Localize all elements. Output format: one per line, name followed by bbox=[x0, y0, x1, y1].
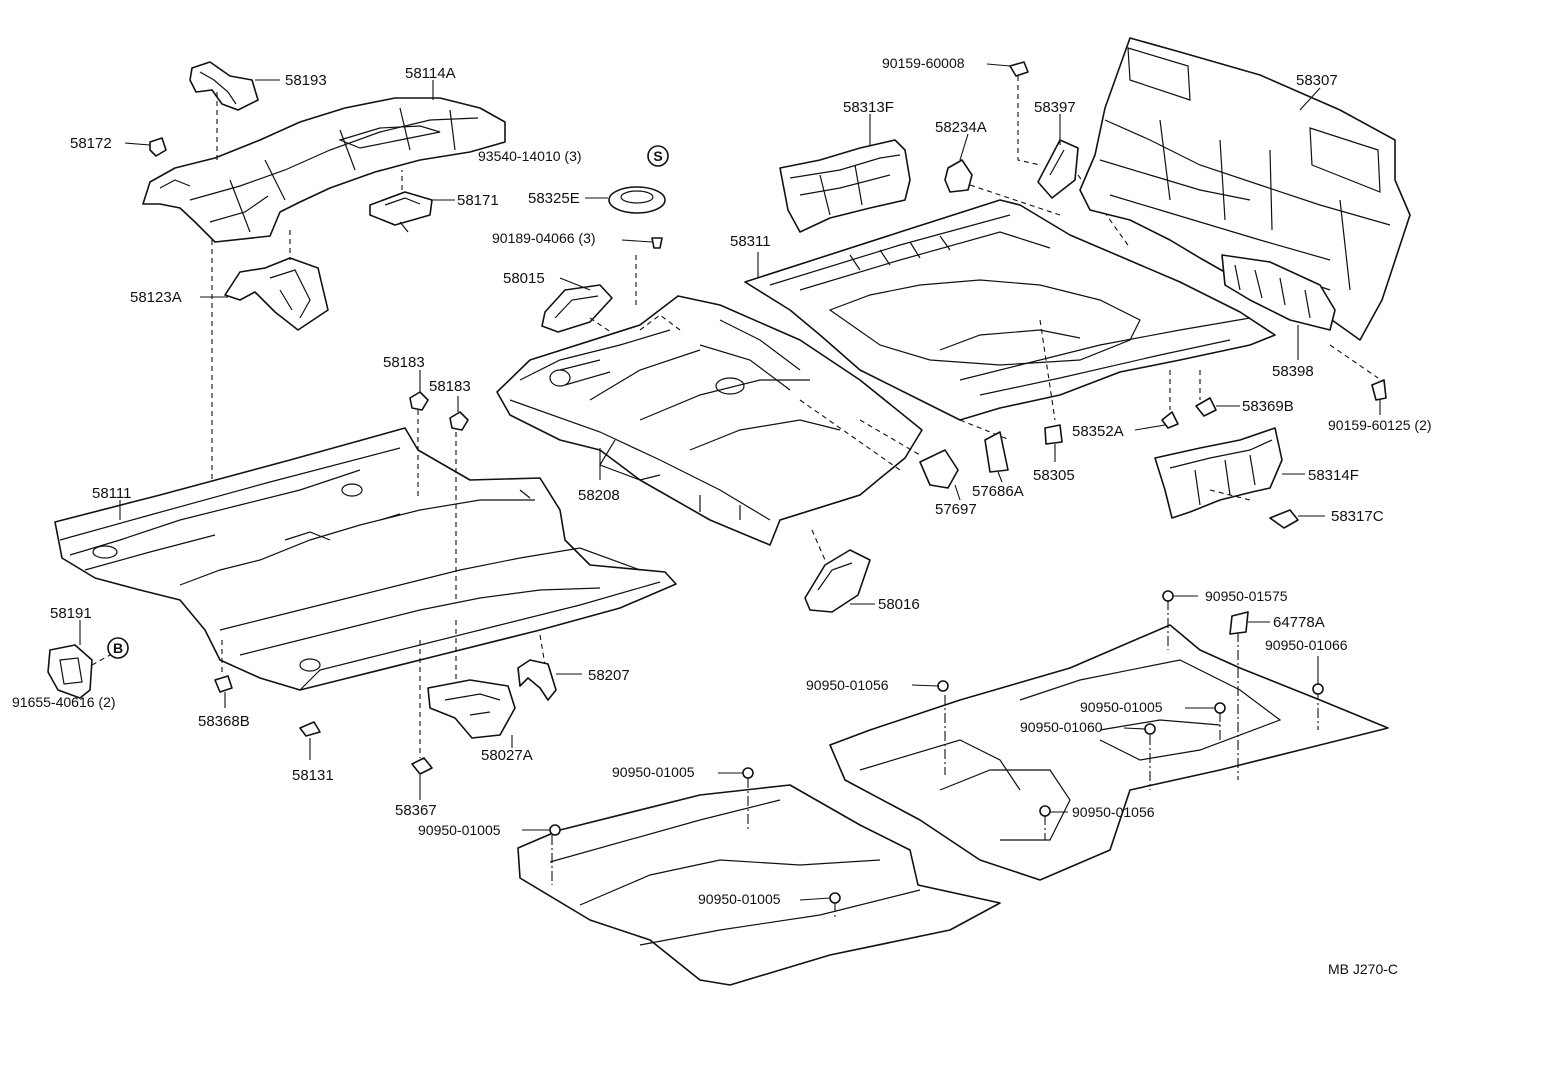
label-58313F: 58313F bbox=[843, 99, 894, 116]
part-64778a-patch bbox=[1229, 611, 1249, 635]
part-58171-bracket bbox=[369, 191, 433, 233]
label-93540-14010: 93540-14010 (3) bbox=[478, 148, 582, 164]
label-58234A: 58234A bbox=[935, 119, 987, 136]
part-58313f-panel bbox=[779, 139, 911, 233]
label-58207: 58207 bbox=[588, 667, 630, 684]
part-58123a-bracket bbox=[224, 257, 329, 331]
part-58234a-clip bbox=[944, 159, 973, 193]
part-58311-rear-floor-pan bbox=[744, 199, 1276, 421]
label-58367: 58367 bbox=[395, 802, 437, 819]
label-58368B: 58368B bbox=[198, 713, 250, 730]
label-58397: 58397 bbox=[1034, 99, 1076, 116]
part-58367-clip bbox=[411, 757, 433, 775]
label-58114A: 58114A bbox=[405, 65, 456, 82]
label-58015: 58015 bbox=[503, 270, 545, 287]
label-58398: 58398 bbox=[1272, 363, 1314, 380]
part-57686a-bracket bbox=[984, 431, 1009, 473]
part-57697-bracket bbox=[919, 449, 959, 489]
label-58369B: 58369B bbox=[1242, 398, 1294, 415]
part-58016-cover bbox=[804, 549, 871, 613]
diagram-id: MB J270-C bbox=[1328, 961, 1398, 977]
part-58325e-plug bbox=[608, 186, 666, 214]
part-58183-clip-a bbox=[409, 391, 429, 411]
part-58369b-clip bbox=[1195, 397, 1217, 417]
label-58325E: 58325E bbox=[528, 190, 580, 207]
part-90189-screw bbox=[651, 237, 663, 249]
label-90950-01005-a: 90950-01005 bbox=[1080, 699, 1163, 715]
part-58397-bracket bbox=[1037, 139, 1079, 199]
label-58317C: 58317C bbox=[1331, 508, 1384, 525]
label-58131: 58131 bbox=[292, 767, 334, 784]
svg-text:S: S bbox=[653, 148, 662, 164]
part-rear-carpet bbox=[829, 624, 1389, 881]
symbol-b-circle: B bbox=[107, 637, 129, 659]
part-90159-60125-clip bbox=[1371, 379, 1387, 401]
label-58191: 58191 bbox=[50, 605, 92, 622]
part-90159-60008-clip bbox=[1009, 61, 1029, 77]
label-57697: 57697 bbox=[935, 501, 977, 518]
part-58352a-clip bbox=[1161, 411, 1179, 429]
label-90950-01056-a: 90950-01056 bbox=[806, 677, 889, 693]
label-58311: 58311 bbox=[730, 233, 771, 250]
label-58027A: 58027A bbox=[481, 747, 533, 764]
part-58027a-bracket bbox=[427, 679, 516, 739]
label-58208: 58208 bbox=[578, 487, 620, 504]
svg-text:B: B bbox=[113, 640, 123, 656]
label-64778A: 64778A bbox=[1273, 614, 1325, 631]
label-58352A: 58352A bbox=[1072, 423, 1124, 440]
label-58305: 58305 bbox=[1033, 467, 1075, 484]
label-90950-01060: 90950-01060 bbox=[1020, 719, 1103, 735]
label-90950-01005-b: 90950-01005 bbox=[612, 764, 695, 780]
label-58171: 58171 bbox=[457, 192, 499, 209]
label-58193: 58193 bbox=[285, 72, 327, 89]
part-58015-cover bbox=[541, 284, 613, 333]
label-58314F: 58314F bbox=[1308, 467, 1359, 484]
label-91655-40616: 91655-40616 (2) bbox=[12, 694, 116, 710]
part-58114a-tunnel-brace bbox=[142, 97, 506, 243]
part-58314f-panel bbox=[1154, 427, 1283, 519]
label-90159-60125: 90159-60125 (2) bbox=[1328, 417, 1432, 433]
part-58368b-clip bbox=[214, 675, 233, 693]
label-58111: 58111 bbox=[92, 485, 132, 502]
label-90159-60008: 90159-60008 bbox=[882, 55, 965, 71]
label-90950-01005-c: 90950-01005 bbox=[418, 822, 501, 838]
label-58183-b: 58183 bbox=[429, 378, 471, 395]
part-number-labels: 58193 58114A 58172 58171 58123A 93540-14… bbox=[12, 55, 1432, 907]
label-90950-01066: 90950-01066 bbox=[1265, 637, 1348, 653]
label-58307: 58307 bbox=[1296, 72, 1338, 89]
symbol-s-circle: S bbox=[647, 145, 669, 167]
part-58305-clip bbox=[1044, 424, 1063, 445]
part-58172-clip bbox=[149, 137, 167, 157]
label-58016: 58016 bbox=[878, 596, 920, 613]
part-58183-clip-b bbox=[449, 411, 469, 431]
label-90950-01575: 90950-01575 bbox=[1205, 588, 1288, 604]
part-58317c-clip bbox=[1269, 509, 1299, 529]
label-58183-a: 58183 bbox=[383, 354, 425, 371]
part-58208-center-floor-pan bbox=[496, 295, 923, 546]
part-front-carpet bbox=[517, 784, 1001, 986]
label-57686A: 57686A bbox=[972, 483, 1024, 500]
label-58123A: 58123A bbox=[130, 289, 182, 306]
part-58131-clip bbox=[299, 721, 321, 737]
label-90189-04066: 90189-04066 (3) bbox=[492, 230, 596, 246]
label-58172: 58172 bbox=[70, 135, 112, 152]
part-58191-bracket bbox=[47, 644, 93, 699]
part-58111-front-floor-pan bbox=[54, 427, 677, 691]
label-90950-01056-b: 90950-01056 bbox=[1072, 804, 1155, 820]
label-90950-01005-d: 90950-01005 bbox=[698, 891, 781, 907]
part-58193-bracket bbox=[189, 61, 259, 111]
part-58398-panel bbox=[1221, 254, 1336, 331]
part-58207-bracket bbox=[517, 659, 557, 701]
